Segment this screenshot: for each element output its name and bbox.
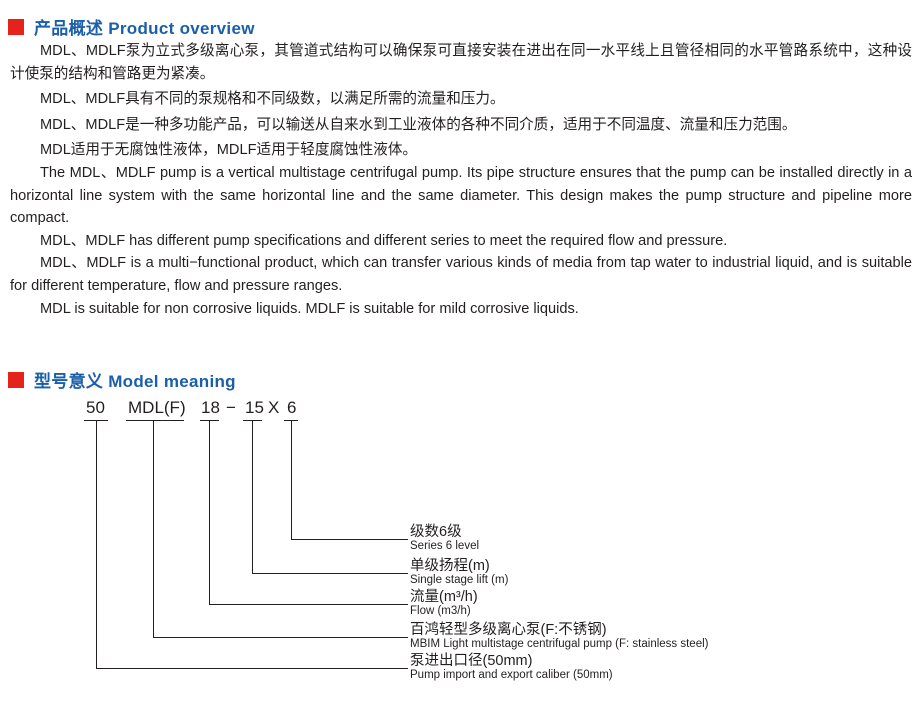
model-code-stages: 6	[287, 398, 297, 417]
legend-caliber-en: Pump import and export caliber (50mm)	[410, 669, 613, 681]
legend-stages: 级数6级 Series 6 level	[410, 524, 479, 553]
overview-paragraph-en-1: The MDL、MDLF pump is a vertical multista…	[10, 164, 912, 227]
leader-stages	[291, 420, 408, 540]
legend-type-en: MBIM Light multistage centrifugal pump (…	[410, 638, 709, 650]
legend-caliber-zh: 泵进出口径(50mm)	[410, 653, 533, 669]
legend-type: 百鸿轻型多级离心泵(F:不锈钢) MBIM Light multistage c…	[410, 622, 708, 651]
leader-lift	[252, 420, 408, 574]
legend-lift-zh: 单级扬程(m)	[410, 558, 490, 574]
model-heading: 型号意义 Model meaning	[8, 367, 236, 392]
overview-paragraph-zh-3: MDL、MDLF是一种多功能产品，可以输送从自来水到工业液体的各种不同介质，适用…	[40, 116, 797, 133]
model-code-flow: 18	[201, 398, 220, 417]
overview-paragraph-zh-1: MDL、MDLF泵为立式多级离心泵，其管道式结构可以确保泵可直接安装在进出在同一…	[10, 43, 912, 82]
red-square-icon	[8, 371, 24, 388]
model-title: 型号意义 Model meaning	[34, 372, 236, 391]
legend-flow-en: Flow (m3/h)	[410, 605, 471, 617]
model-code-caliber: 50	[86, 398, 105, 417]
overview-paragraph-en-3: MDL、MDLF is a multi−functional product, …	[10, 255, 912, 294]
legend-caliber: 泵进出口径(50mm) Pump import and export calib…	[410, 653, 613, 682]
legend-flow-zh: 流量(m³/h)	[410, 589, 478, 605]
overview-paragraph-en-2: MDL、MDLF has different pump specificatio…	[40, 232, 728, 249]
legend-flow: 流量(m³/h) Flow (m3/h)	[410, 589, 478, 618]
red-square-icon	[8, 18, 24, 35]
overview-heading: 产品概述 Product overview	[8, 14, 255, 39]
legend-type-zh: 百鸿轻型多级离心泵(F:不锈钢)	[410, 622, 607, 638]
legend-lift: 单级扬程(m) Single stage lift (m)	[410, 558, 508, 587]
leader-caliber	[96, 420, 408, 669]
legend-stages-zh: 级数6级	[410, 524, 462, 540]
legend-lift-en: Single stage lift (m)	[410, 574, 509, 586]
leader-type	[153, 420, 408, 638]
model-code-x: X	[268, 398, 280, 417]
overview-paragraph-en-4: MDL is suitable for non corrosive liquid…	[40, 300, 579, 317]
overview-title: 产品概述 Product overview	[34, 19, 255, 38]
overview-paragraph-zh-2: MDL、MDLF具有不同的泵规格和不同级数，以满足所需的流量和压力。	[40, 91, 505, 108]
legend-stages-en: Series 6 level	[410, 540, 480, 552]
model-code-dash: −	[226, 398, 236, 417]
leader-flow	[209, 420, 408, 605]
model-code-lift: 15	[245, 398, 264, 417]
model-code-type: MDL(F)	[128, 398, 186, 417]
overview-text: MDL、MDLF泵为立式多级离心泵，其管道式结构可以确保泵可直接安装在进出在同一…	[10, 40, 912, 320]
overview-paragraph-zh-4: MDL适用于无腐蚀性液体，MDLF适用于轻度腐蚀性液体。	[40, 142, 418, 159]
